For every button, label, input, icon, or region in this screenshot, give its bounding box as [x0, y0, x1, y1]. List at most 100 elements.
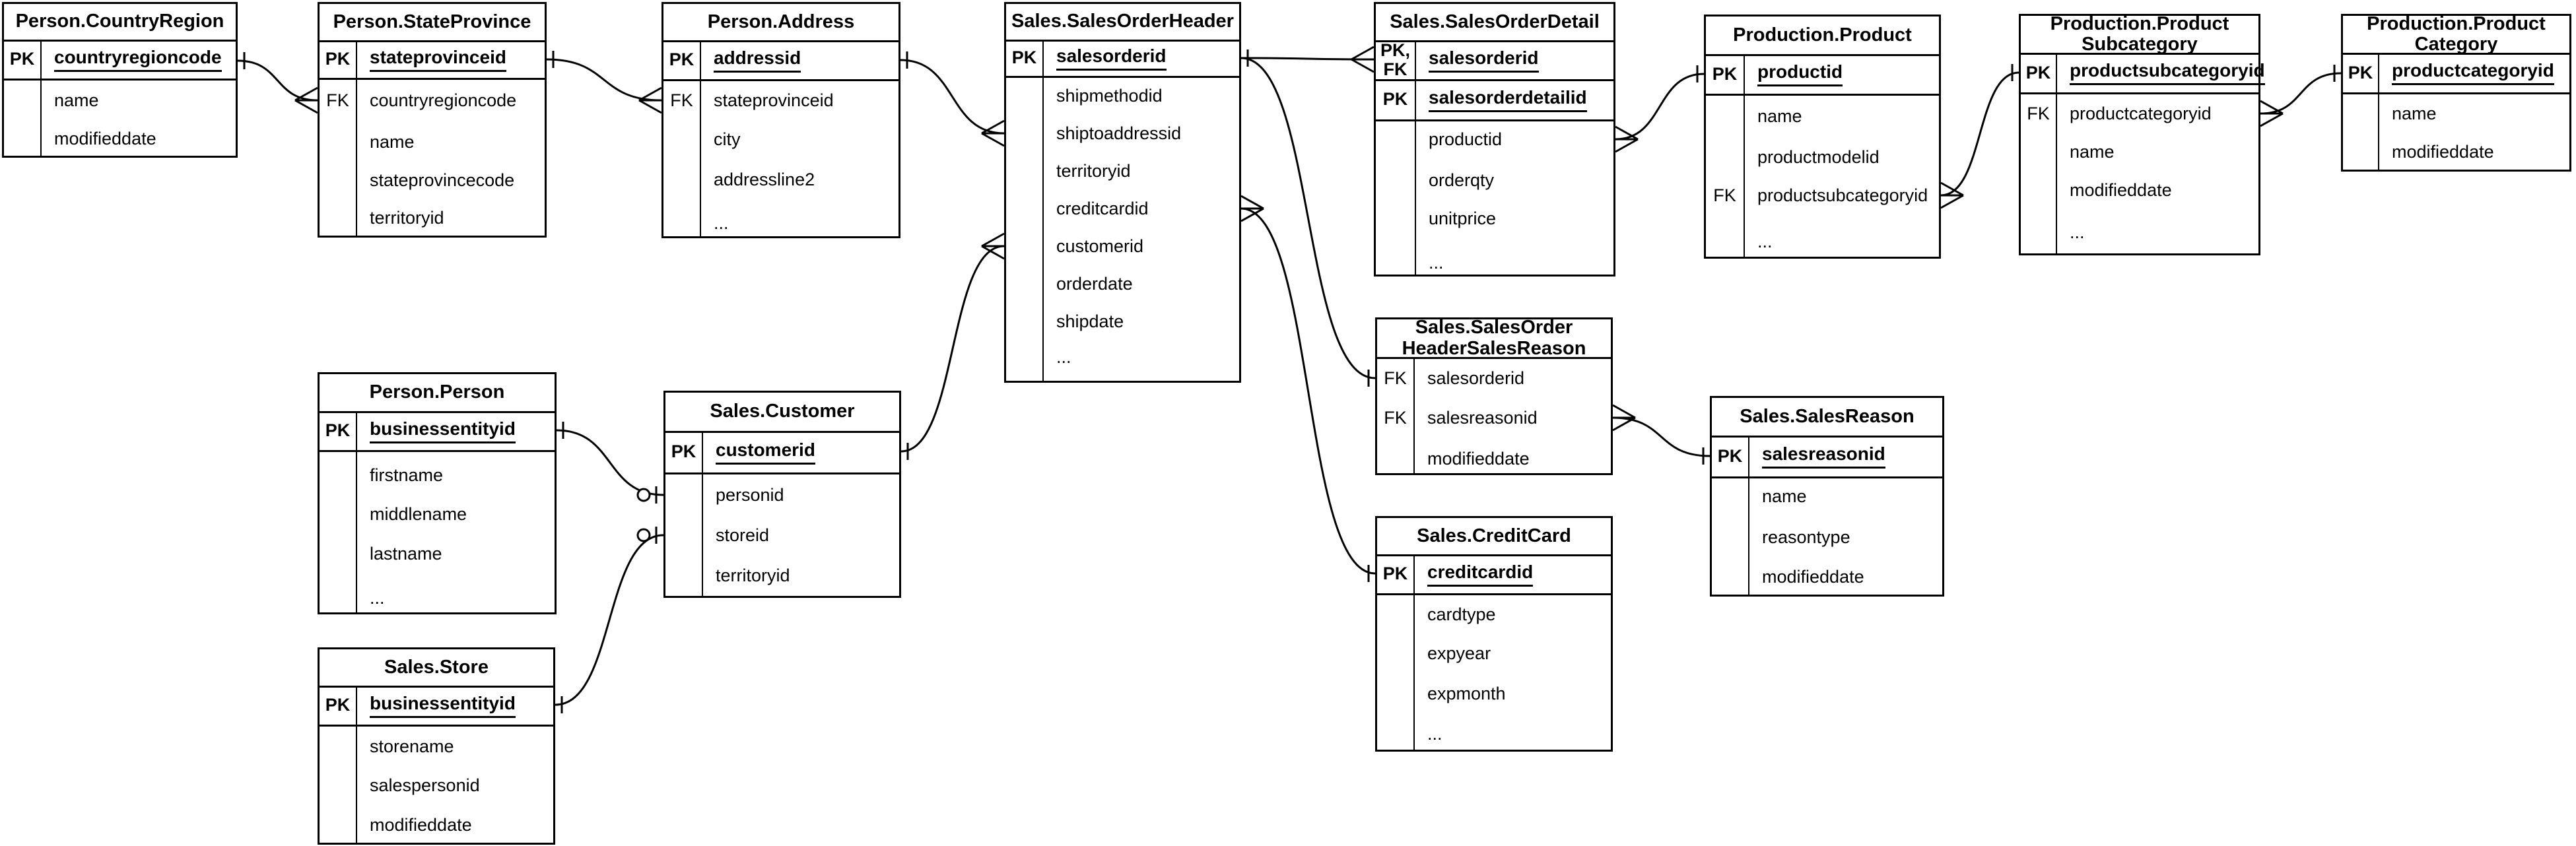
pk-field-name: businessentityid	[370, 418, 516, 443]
table-title-line: Production.Product	[2050, 13, 2229, 34]
field-row: modifieddate	[2070, 177, 2172, 203]
pk-field-name: stateprovinceid	[370, 47, 506, 72]
pk-field: salesorderdetailid	[1429, 79, 1587, 119]
rel-store-customer	[555, 527, 664, 713]
pk-field: productcategoryid	[2392, 53, 2554, 92]
relationship-line	[556, 429, 664, 496]
key-badge: PK, FK	[1380, 40, 1410, 79]
field-row: ...	[1429, 249, 1444, 276]
pk-field: stateprovinceid	[370, 40, 506, 78]
field-name: ...	[370, 587, 385, 608]
crow-foot-icon	[1940, 181, 1964, 209]
field-row: firstname	[370, 462, 443, 488]
rel-customer-salesorderheader	[900, 232, 1005, 460]
field-row: ...	[1427, 721, 1442, 747]
field-row: city	[714, 126, 741, 152]
table-title-line: Sales.Store	[384, 656, 489, 678]
field-name: orderqty	[1429, 170, 1495, 190]
key-badge: PK	[1382, 89, 1408, 110]
field-name: shiptoaddressid	[1056, 123, 1182, 143]
field-name: modifieddate	[1762, 566, 1864, 587]
crow-foot-icon	[1612, 404, 1636, 432]
field-name: city	[714, 129, 741, 149]
relationship-line	[900, 245, 1005, 453]
divider	[2343, 92, 2569, 94]
field-name: unitprice	[1429, 208, 1497, 228]
pk-field-name: creditcardid	[1427, 562, 1534, 587]
field-row: productid	[1429, 126, 1502, 152]
field-name: lastname	[370, 543, 442, 564]
field-row: stateprovincecode	[370, 167, 514, 193]
relationship-line	[1240, 57, 1374, 61]
table-title-line: Person.CountryRegion	[15, 11, 224, 32]
field-name: ...	[1757, 231, 1773, 251]
rel-address-salesorderheader	[900, 51, 1005, 147]
key-badge: PK	[1382, 564, 1408, 584]
field-row: ...	[2070, 219, 2085, 245]
field-name: modifieddate	[2070, 179, 2172, 200]
field-name: productid	[1429, 129, 1503, 149]
field-row: lastname	[370, 540, 442, 567]
table-title: Sales.Customer	[665, 393, 899, 431]
gutter-divider	[2378, 53, 2379, 170]
field-name: name	[1762, 486, 1807, 506]
field-name: modifieddate	[1427, 448, 1530, 469]
relationship-line	[1612, 416, 1711, 457]
table-title-line: Sales.SalesOrderDetail	[1390, 11, 1600, 32]
field-row: personid	[716, 482, 784, 508]
table-title-line: Sales.SalesReason	[1740, 405, 1915, 427]
gutter-divider	[700, 40, 701, 236]
table-title-line: Person.Person	[369, 381, 505, 403]
field-name: territoryid	[1056, 160, 1131, 181]
pk-field-name: businessentityid	[370, 693, 516, 718]
relationship-line	[2260, 72, 2342, 115]
field-row: name	[2392, 100, 2437, 127]
field-row: name	[370, 129, 415, 155]
field-name: productcategoryid	[2070, 103, 2212, 123]
crow-foot-icon	[638, 86, 662, 114]
field-row: modifieddate	[1427, 445, 1530, 472]
crow-foot-icon	[981, 232, 1005, 260]
divider	[665, 431, 899, 433]
gutter-divider	[1413, 357, 1415, 473]
field-name: name	[2070, 141, 2115, 162]
relationship-line	[900, 59, 1005, 135]
divider	[1006, 40, 1239, 42]
table-title: Sales.CreditCard	[1377, 518, 1611, 554]
field-row: ...	[1056, 344, 1071, 370]
table-title-line: Production.Product	[2367, 13, 2546, 34]
fk-badge: FK	[1384, 407, 1407, 428]
gutter-divider	[356, 686, 357, 843]
fk-badge: FK	[1713, 185, 1736, 205]
field-name: ...	[1429, 252, 1444, 273]
fk-badge: FK	[670, 90, 693, 110]
field-row: ...	[714, 210, 729, 236]
field-row: productcategoryid	[2070, 100, 2212, 127]
field-name: ...	[1056, 346, 1071, 367]
divider	[1712, 476, 1942, 478]
pk-field: addressid	[714, 40, 801, 79]
field-row: modifieddate	[1762, 564, 1864, 590]
crow-foot-icon	[1351, 46, 1374, 73]
table-title: Person.Address	[663, 4, 898, 40]
table-title-line: Person.StateProvince	[333, 11, 531, 32]
divider	[2343, 53, 2569, 55]
field-row: shipdate	[1056, 308, 1124, 335]
field-row: name	[2070, 139, 2115, 165]
zero-circle-icon	[636, 528, 651, 542]
pk-field: salesorderid	[1056, 40, 1167, 76]
rel-person-customer	[556, 422, 664, 504]
field-name: expyear	[1427, 643, 1491, 663]
relationship-line	[237, 59, 318, 102]
pk-field-name: salesorderid	[1056, 46, 1167, 71]
field-row: expyear	[1427, 640, 1491, 667]
